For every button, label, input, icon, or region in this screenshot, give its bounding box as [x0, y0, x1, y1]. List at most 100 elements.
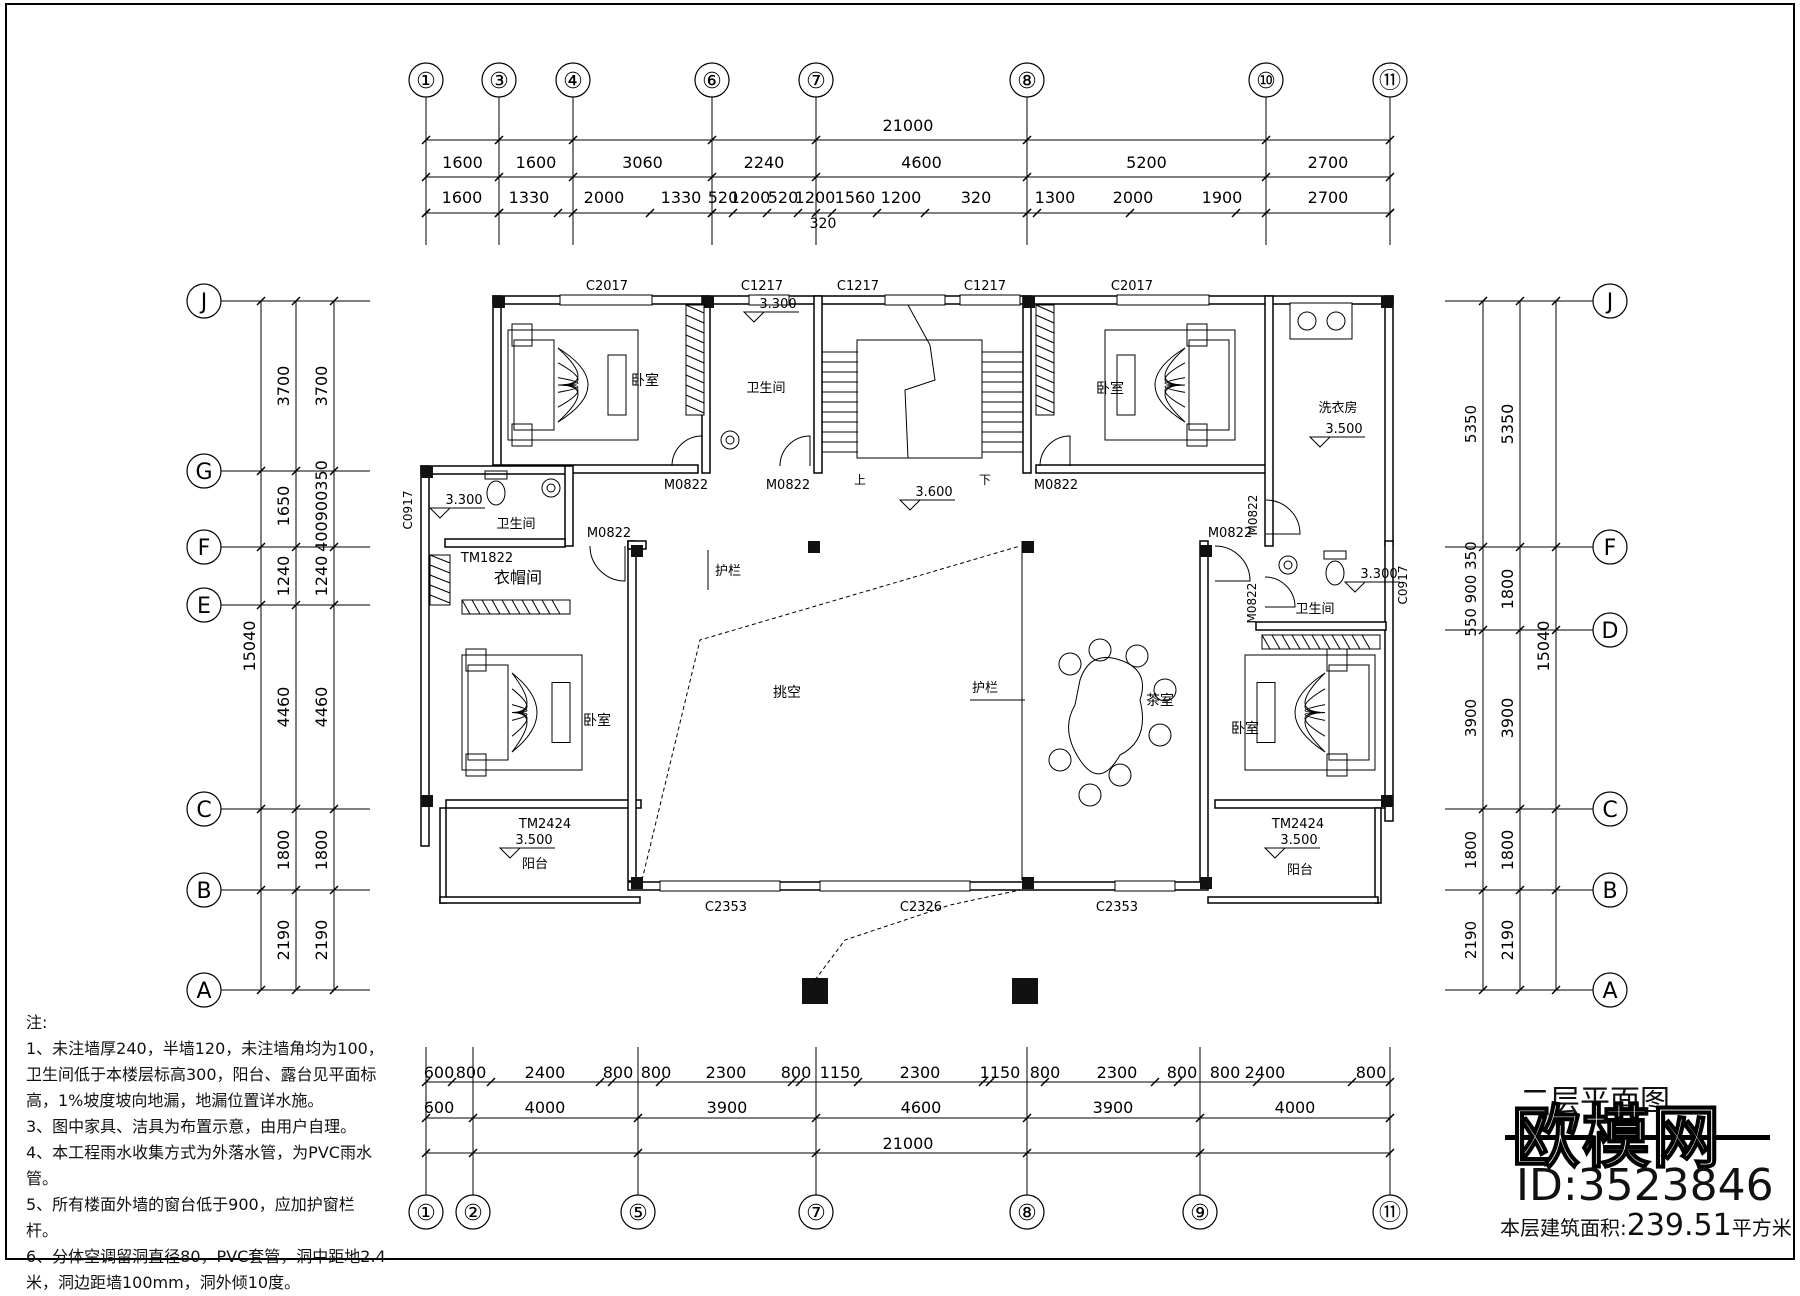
dim-tick	[568, 135, 578, 145]
top-dim-value: 1300	[1035, 188, 1076, 207]
wall-void-east	[1199, 540, 1209, 882]
bottom-axis-bubble-label: ⑨	[1190, 1201, 1210, 1226]
bottom-dim-value: 800	[1210, 1063, 1241, 1082]
stair-arrow	[904, 304, 936, 459]
dim-tick	[291, 985, 301, 995]
brand-logo: 欧模网	[1511, 1098, 1723, 1179]
bottom-dim-value: 800	[641, 1063, 672, 1082]
left-dim-value: 400900350	[312, 460, 331, 552]
level-marker	[1263, 847, 1287, 859]
dim-tick	[256, 885, 266, 895]
window	[959, 294, 1021, 306]
right-axis-label: A	[1602, 979, 1617, 1004]
nightstand	[1326, 753, 1348, 777]
wardrobe-hanger	[1035, 324, 1055, 334]
bed-fold	[1164, 384, 1186, 423]
dim-tick	[985, 1077, 995, 1087]
dim-tick	[1551, 985, 1561, 995]
top-axis-bubble-label: ⑪	[1379, 69, 1401, 94]
id-label: ID:3523846	[1516, 1160, 1774, 1211]
top-dim-value: 520	[708, 188, 739, 207]
level-marker	[742, 311, 766, 323]
column	[421, 795, 433, 807]
dim-tick	[329, 466, 339, 476]
dim-tick	[1150, 1077, 1160, 1087]
sink	[720, 430, 740, 450]
stair-up: 上	[854, 473, 866, 487]
bed-pillow	[551, 682, 571, 743]
room-bedroom: 卧室	[1231, 720, 1259, 737]
level-value: 3.300	[445, 493, 482, 508]
dim-tick	[762, 208, 772, 218]
dim-tick	[1551, 542, 1561, 552]
bottom-dim-value: 4000	[525, 1098, 566, 1117]
wardrobe-hanger	[685, 404, 705, 414]
column	[702, 296, 714, 308]
area-label: 本层建筑面积:239.51平方米	[1500, 1208, 1792, 1243]
bottom-dim-value: 3900	[707, 1098, 748, 1117]
dim-tick	[421, 172, 431, 182]
wardrobe	[1261, 634, 1381, 650]
sink	[541, 478, 561, 498]
level-marker	[1343, 581, 1367, 593]
left-dim-value: 4460	[312, 687, 331, 728]
dim-tick	[787, 1077, 797, 1087]
left-dim-value: 1800	[274, 830, 293, 871]
bottom-dim-value: 2300	[1097, 1063, 1138, 1082]
nightstand	[465, 648, 487, 672]
column	[493, 296, 505, 308]
dim-tick	[421, 1077, 431, 1087]
level-marker	[498, 847, 522, 859]
dim-tick	[291, 466, 301, 476]
left-dim-value: 1240	[274, 556, 293, 597]
top-dim-value: 1330	[661, 188, 702, 207]
bottom-dim-value: 2300	[900, 1063, 941, 1082]
wall-bath3-south	[1255, 621, 1387, 631]
dim-tick	[1385, 135, 1395, 145]
door-label: M0822	[1034, 478, 1078, 493]
right-axis-label: D	[1602, 619, 1619, 644]
bed-fold	[511, 712, 528, 753]
wardrobe-hanger	[685, 334, 705, 344]
wardrobe-hanger	[1035, 384, 1055, 394]
dim-tick	[1173, 1077, 1183, 1087]
dim-tick	[291, 885, 301, 895]
right-dim-value: 1800	[1462, 831, 1480, 869]
washer-drum	[1297, 311, 1317, 331]
top-dim-value: 1560	[835, 188, 876, 207]
top-dim-value: 1600	[442, 188, 483, 207]
top-axis-bubble-label: ③	[489, 69, 509, 94]
nightstand	[511, 323, 533, 347]
dim-tick	[291, 542, 301, 552]
dim-tick	[1478, 885, 1488, 895]
level-marker	[1308, 436, 1332, 448]
wardrobe-hanger	[429, 574, 451, 584]
bottom-dim-value: 600	[424, 1063, 455, 1082]
wardrobe-hanger	[551, 599, 561, 615]
note-line: 5、所有楼面外墙的窗台低于900，应加护窗栏杆。	[26, 1195, 355, 1240]
room-bedroom: 卧室	[1096, 380, 1124, 397]
bottom-dim-value: 800	[1030, 1063, 1061, 1082]
door-arc	[671, 435, 703, 467]
dim-tick	[329, 985, 339, 995]
room-tea: 茶室	[1146, 692, 1174, 709]
column	[808, 541, 820, 553]
left-dim-total: 15040	[240, 621, 259, 672]
bottom-dim-value: 800	[781, 1063, 812, 1082]
dim-tick	[1385, 1148, 1395, 1158]
wall-right-south	[1214, 799, 1386, 809]
top-axis-bubble-label: ①	[416, 69, 436, 94]
door-label: M0822	[587, 526, 631, 541]
window-label: C2353	[1096, 900, 1138, 915]
right-dim-value: 2190	[1462, 921, 1480, 959]
wardrobe-hanger	[1271, 634, 1281, 650]
wall-void-west	[627, 540, 637, 882]
level-value: 3.300	[1360, 567, 1397, 582]
door-label: M0822	[664, 478, 708, 493]
balcony-left-rail-s	[439, 896, 641, 904]
toilet-tank	[484, 470, 508, 480]
wardrobe-hanger	[429, 564, 451, 574]
wardrobe-hanger	[1361, 634, 1371, 650]
wardrobe-hanger	[685, 324, 705, 334]
wardrobe-hanger	[521, 599, 531, 615]
